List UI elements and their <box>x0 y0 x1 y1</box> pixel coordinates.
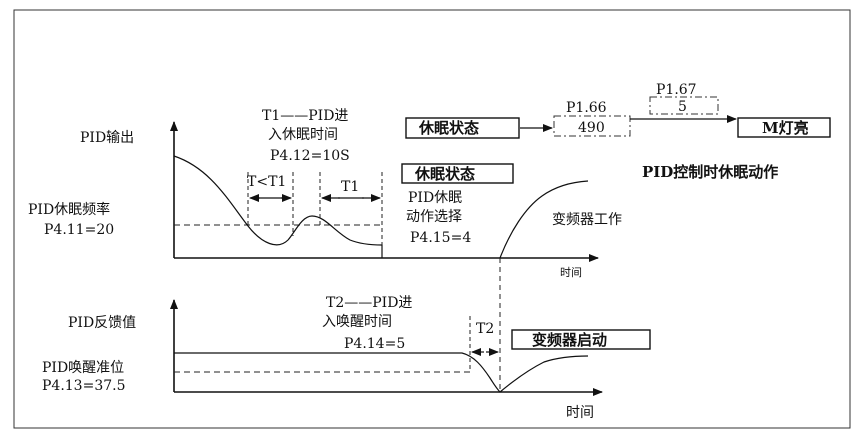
sleep-level-label: PID休眠频率 <box>28 201 110 218</box>
p167-label: P1.67 <box>656 82 697 98</box>
t-less-label: T<T1 <box>247 174 286 190</box>
wake-level-param: P4.13=37.5 <box>42 378 126 394</box>
t1-label: T1 <box>341 179 359 195</box>
vfd-working-label: 变频器工作 <box>552 212 622 228</box>
vfd-start-box <box>511 329 651 350</box>
t1-annotation-line1: T1——PID进 <box>262 108 348 124</box>
t2-annotation-line2: 入唤醒时间 <box>322 313 392 330</box>
sleep-state-flow-box <box>405 117 520 139</box>
t1-annotation-line3: P4.12=10S <box>270 148 350 164</box>
sleep-action-line3: P4.15=4 <box>410 230 471 246</box>
sleep-action-line2: 动作选择 <box>406 209 462 225</box>
pid-feedback-curve <box>174 352 589 393</box>
m-light-box <box>737 117 831 138</box>
bottom-x-axis-label: 时间 <box>566 405 594 421</box>
sleep-state-chart-box <box>401 163 514 184</box>
flow-title: PID控制时休眠动作 <box>642 163 778 181</box>
top-y-axis-label: PID输出 <box>80 130 134 146</box>
p166-value: 490 <box>578 120 605 136</box>
t2-annotation-line3: P4.14=5 <box>344 336 405 352</box>
outer-frame <box>13 9 851 429</box>
p166-label: P1.66 <box>566 100 607 116</box>
t2-annotation-line1: T2——PID进 <box>326 295 412 311</box>
p166-box <box>553 115 631 137</box>
m-light-label: M灯亮 <box>762 119 809 137</box>
p167-value: 5 <box>678 99 687 115</box>
sleep-action-line1: PID休眠 <box>408 190 462 206</box>
top-x-axis-label: 时间 <box>560 266 582 279</box>
sleep-state-chart-label: 休眠状态 <box>414 165 475 183</box>
sleep-state-flow-label: 休眠状态 <box>418 119 479 137</box>
vfd-start-label: 变频器启动 <box>532 331 607 349</box>
wake-level-label: PID唤醒准位 <box>42 359 124 376</box>
bottom-y-axis-label: PID反馈值 <box>68 315 136 331</box>
t1-annotation-line2: 入休眠时间 <box>268 127 338 143</box>
pid-output-curve <box>173 155 383 258</box>
t2-label: T2 <box>476 321 494 337</box>
p167-box <box>649 96 719 115</box>
sleep-level-param: P4.11=20 <box>44 222 114 238</box>
vfd-rising-curve <box>499 180 589 259</box>
